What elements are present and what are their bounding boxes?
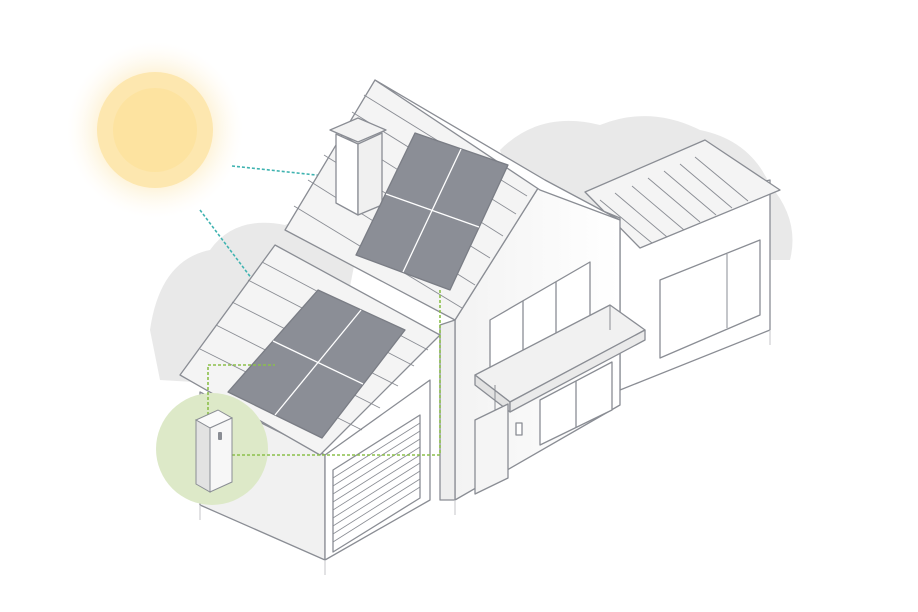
solar-panel-lower	[227, 289, 406, 439]
home-battery-icon[interactable]	[194, 409, 234, 493]
wire-upper-panel-to-battery	[232, 290, 441, 456]
side-wing-window	[659, 239, 761, 359]
wall-light	[515, 422, 523, 436]
lower-windows	[539, 361, 613, 446]
wire-lower-panel-to-battery	[207, 364, 275, 420]
garage-door	[332, 414, 421, 553]
front-door	[474, 403, 509, 495]
ground-lines	[199, 330, 771, 575]
house-main-body	[439, 184, 646, 501]
sun-ray-upper	[231, 165, 429, 188]
chimney	[329, 117, 387, 216]
balcony	[474, 304, 646, 420]
wiring	[207, 290, 441, 456]
sun-icon	[67, 42, 243, 218]
battery-indicator	[218, 432, 222, 440]
house-side-wing	[584, 139, 781, 391]
solar-panel-upper	[355, 132, 509, 291]
